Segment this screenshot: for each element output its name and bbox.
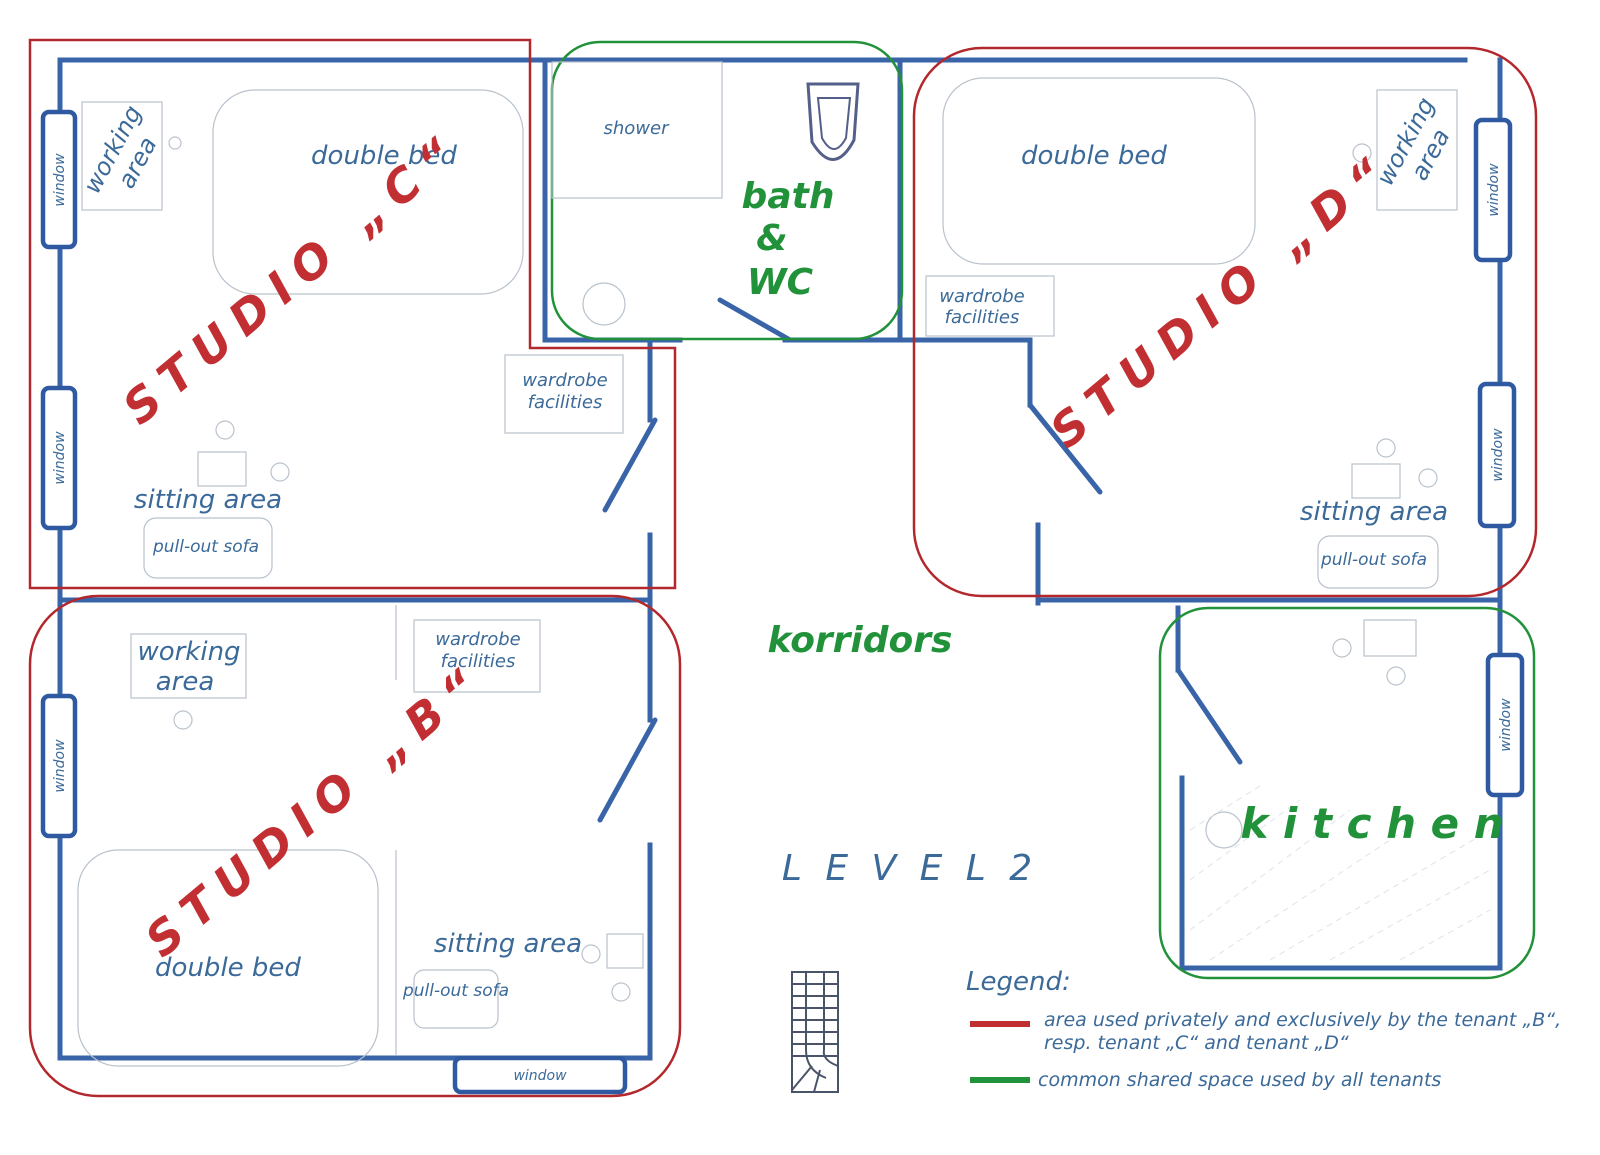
sitting-area-b-label: sitting area (434, 929, 582, 959)
svg-text:pull-out sofa: pull-out sofa (1320, 550, 1427, 570)
svg-text:wardrobe: wardrobe (435, 629, 521, 650)
svg-text:window: window (52, 739, 68, 793)
working-area-c-label: working area (78, 101, 162, 198)
svg-text:&: & (756, 218, 787, 259)
window-d-top: window (1473, 117, 1513, 263)
kitchen: k i t c h e n (1189, 619, 1504, 961)
svg-text:wardrobe: wardrobe (939, 286, 1025, 307)
studio-d-outline (912, 46, 1538, 598)
sitting-area-c-label: sitting area (134, 485, 282, 515)
kitchen-label: k i t c h e n (1240, 799, 1503, 848)
legend-shared-line: common shared space used by all tenants (1038, 1069, 1441, 1091)
private-areas (28, 38, 1538, 1098)
window-c-top: window (40, 109, 78, 250)
window-b-bottom: window (452, 1055, 628, 1095)
korridors-label: korridors (768, 620, 953, 661)
bathroom: shower bath & WC (551, 61, 860, 326)
double-bed-d-label: double bed (1021, 141, 1167, 171)
studio-c-outline (28, 38, 677, 590)
svg-text:WC: WC (747, 262, 814, 303)
window-b-left: window (40, 693, 78, 839)
svg-text:facilities: facilities (528, 392, 603, 413)
level-title: L E V E L 2 (782, 848, 1038, 889)
svg-text:area: area (156, 667, 215, 697)
svg-text:window: window (1498, 698, 1514, 752)
studio-c: working area double bed wardrobe facilit… (78, 89, 624, 579)
window-c-bottom: window (40, 385, 78, 531)
svg-text:window: window (513, 1068, 567, 1084)
svg-text:window: window (52, 431, 68, 485)
bath-outline (550, 40, 904, 341)
sitting-area-d-label: sitting area (1300, 497, 1448, 527)
double-bed-b-label: double bed (155, 953, 301, 983)
legend: Legend: area used privately and exclusiv… (966, 967, 1561, 1091)
svg-text:facilities: facilities (441, 651, 516, 672)
studio-b-title: STUDIO „B“ (135, 652, 497, 968)
svg-text:bath: bath (742, 176, 835, 217)
studio-b-outline (28, 594, 682, 1098)
kitchen-outline (1158, 606, 1536, 980)
svg-text:facilities: facilities (945, 307, 1020, 328)
svg-text:shower: shower (604, 118, 671, 139)
svg-text:window: window (52, 153, 68, 207)
studio-d-title: STUDIO „D“ (1040, 141, 1404, 459)
svg-text:window: window (1486, 163, 1502, 217)
svg-text:wardrobe: wardrobe (522, 370, 608, 391)
studio-b: working area wardrobe facilities double … (77, 619, 644, 1067)
toilet-icon (806, 82, 860, 161)
svg-text:window: window (1490, 428, 1506, 482)
legend-private-line1: area used privately and exclusively by t… (1044, 1009, 1561, 1031)
window-kitchen: window (1485, 652, 1525, 798)
double-bed-c-label: double bed (311, 141, 457, 171)
legend-private-line2: resp. tenant „C“ and tenant „D“ (1044, 1032, 1349, 1054)
staircase-icon (791, 971, 839, 1093)
kitchen-floor-hatch (1189, 785, 1491, 961)
window-d-bottom: window (1477, 381, 1517, 529)
studio-c-title: STUDIO „C“ (112, 120, 473, 435)
studio-d: double bed working area wardrobe facilit… (925, 77, 1458, 589)
legend-title: Legend: (966, 967, 1071, 997)
doors (597, 297, 1243, 823)
svg-text:pull-out sofa: pull-out sofa (152, 537, 259, 557)
svg-text:pull-out sofa: pull-out sofa (402, 981, 509, 1001)
windows: window window window window window windo… (40, 109, 1525, 1095)
svg-text:working: working (137, 637, 240, 667)
